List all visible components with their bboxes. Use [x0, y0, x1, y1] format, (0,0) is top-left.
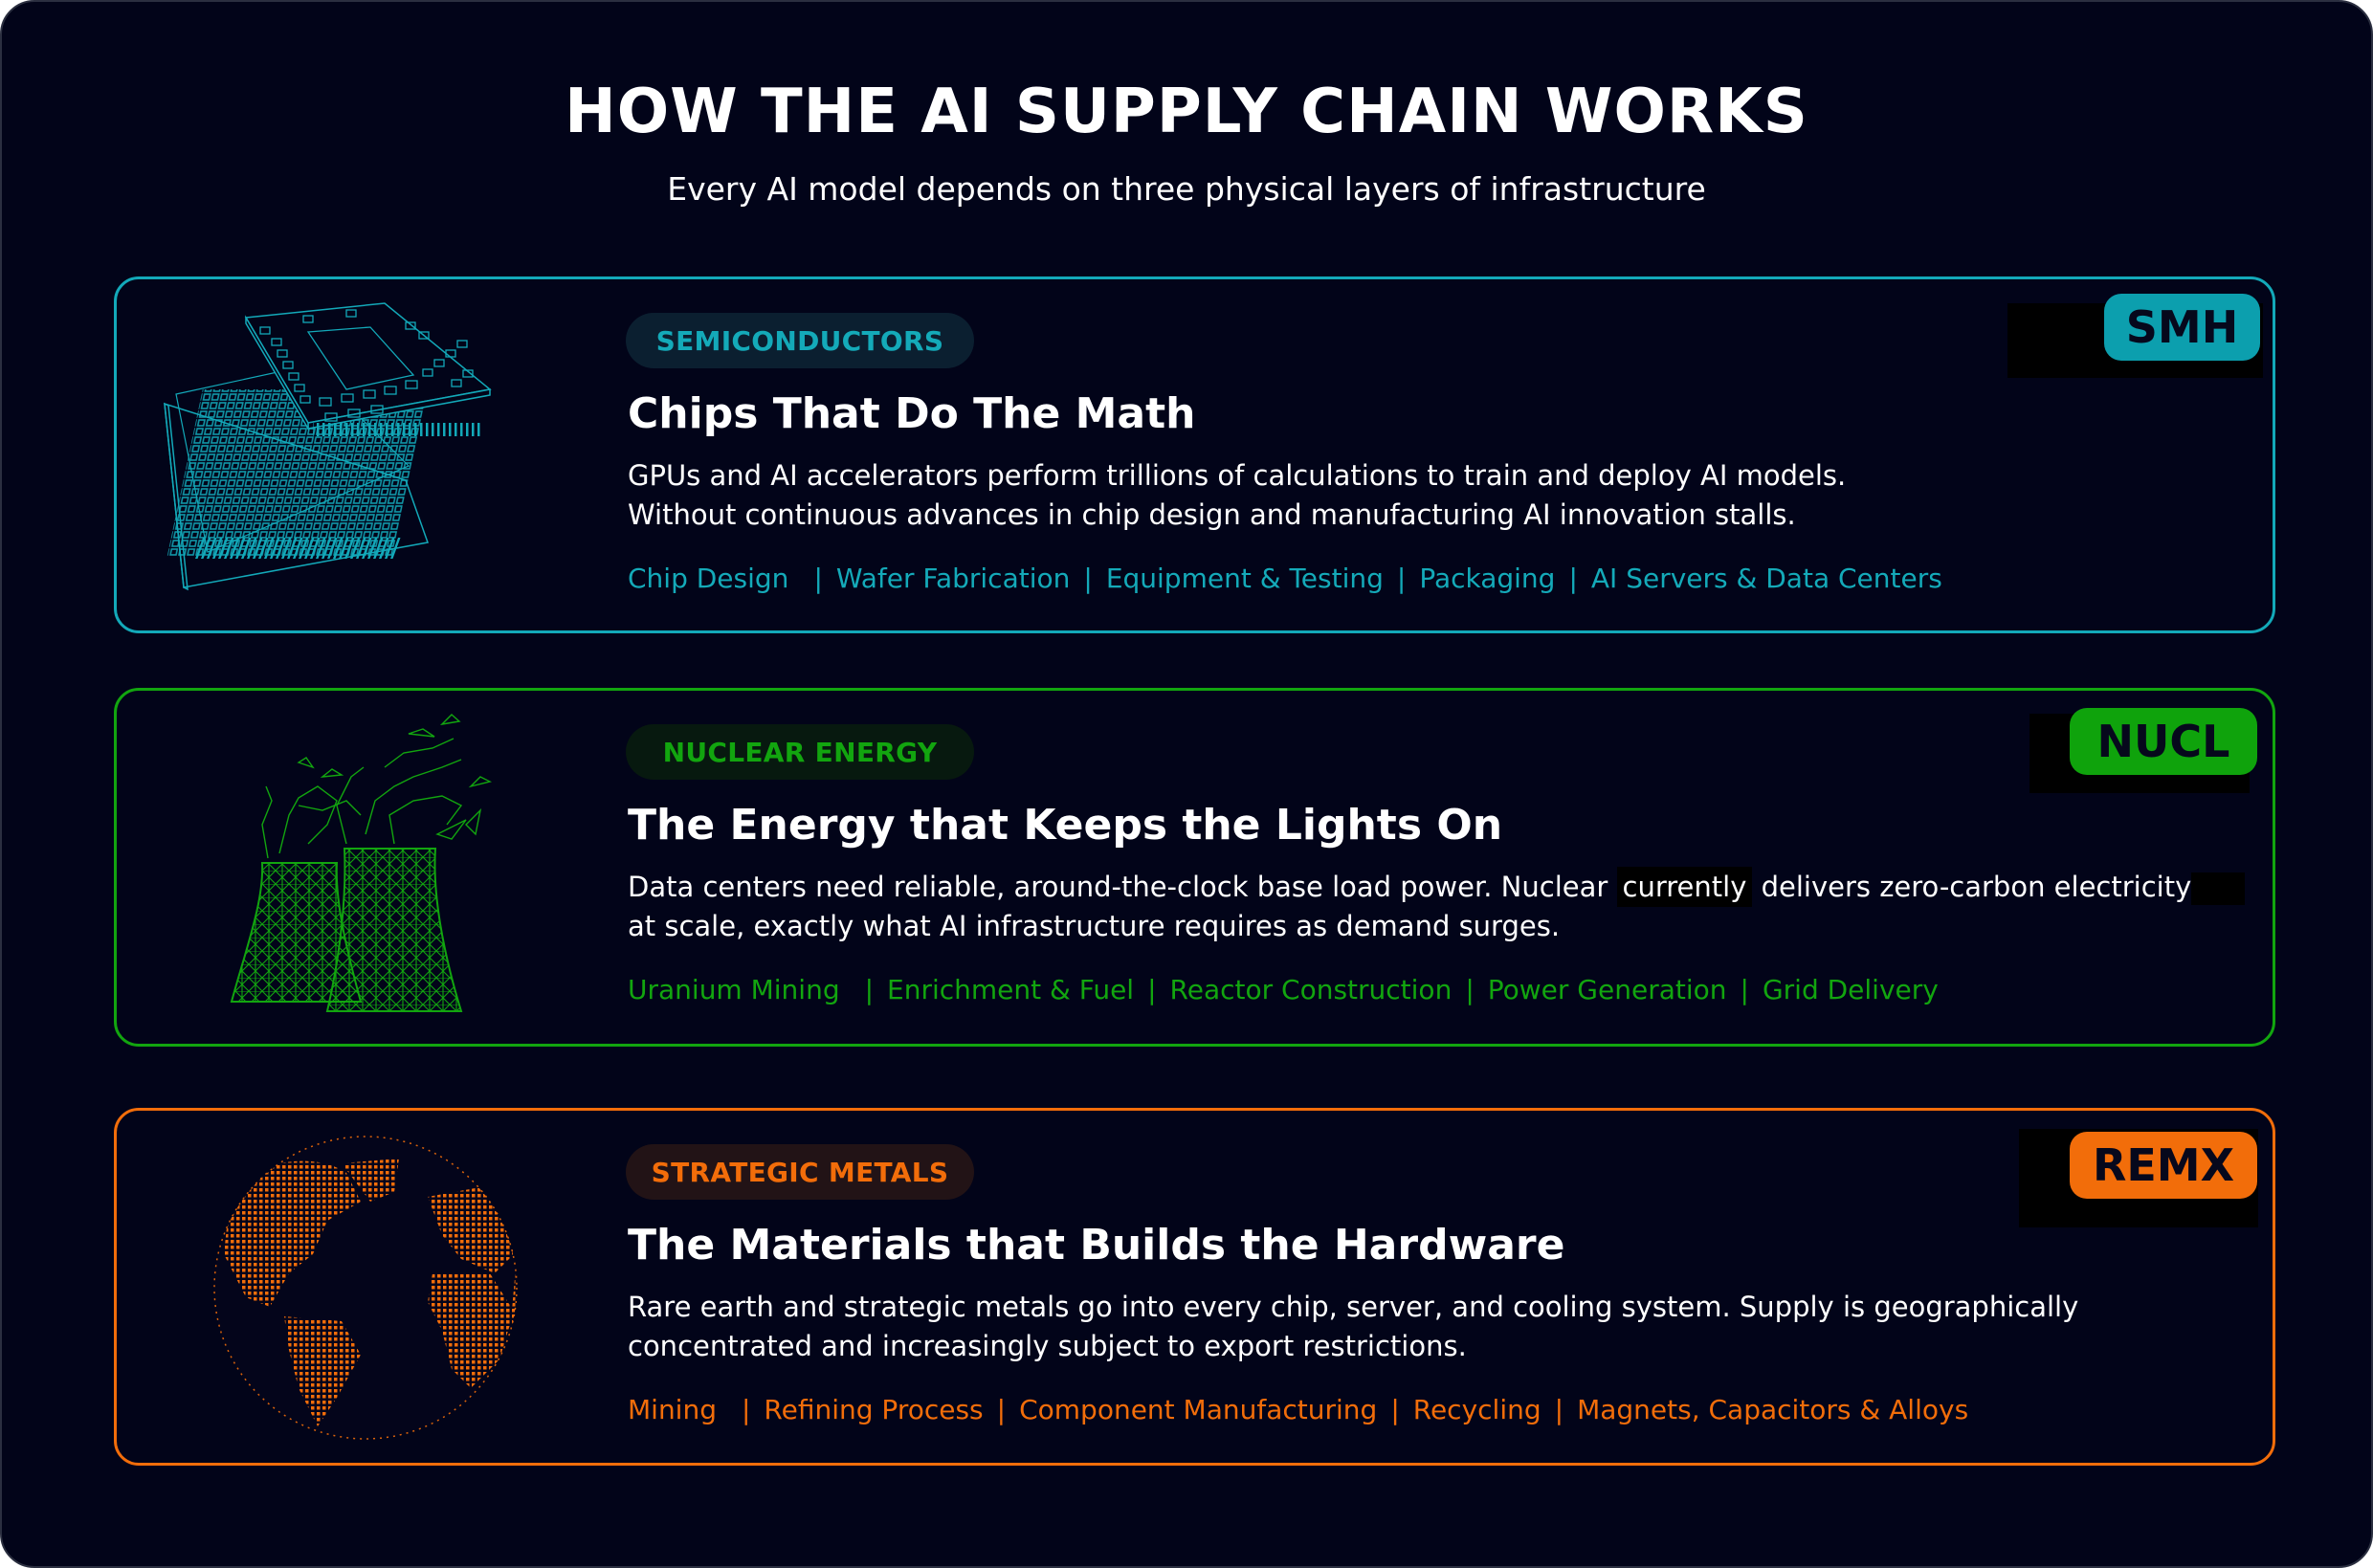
chain-separator: |	[1390, 1394, 1400, 1425]
card-nuclear-energy: NUCLEAR ENERGY The Energy that Keeps the…	[114, 688, 2275, 1047]
card-heading: The Materials that Builds the Hardware	[628, 1221, 1565, 1270]
chain-separator: |	[1147, 974, 1157, 1005]
category-tag-semiconductors: SEMICONDUCTORS	[626, 313, 974, 368]
category-tag-nuclear: NUCLEAR ENERGY	[626, 724, 974, 780]
category-tag-metals: STRATEGIC METALS	[626, 1144, 974, 1200]
chain-step: AI Servers & Data Centers	[1590, 563, 1942, 594]
card-strategic-metals: STRATEGIC METALS The Materials that Buil…	[114, 1108, 2275, 1466]
ticker-badge-smh: SMH	[2104, 294, 2260, 361]
chain-step: Uranium Mining	[628, 974, 840, 1005]
microchip-wireframe-icon	[164, 302, 492, 591]
chain-step: Wafer Fabrication	[835, 563, 1071, 594]
page-subtitle: Every AI model depends on three physical…	[667, 170, 1706, 208]
chain-step: Mining	[628, 1394, 717, 1425]
chain-separator: |	[1396, 563, 1407, 594]
description-line: concentrated and increasingly subject to…	[628, 1330, 1467, 1362]
chain-step: Magnets, Capacitors & Alloys	[1577, 1394, 1969, 1425]
globe-dotted-icon	[213, 1136, 518, 1440]
chain-separator: |	[1554, 1394, 1564, 1425]
chain-step: Refining Process	[764, 1394, 984, 1425]
ticker-badge-nucl: NUCL	[2070, 708, 2257, 775]
chain-step: Enrichment & Fuel	[887, 974, 1135, 1005]
chain-step: Chip Design	[628, 563, 789, 594]
description-text: Data centers need reliable, around-the-c…	[628, 871, 1617, 903]
card-description: GPUs and AI accelerators perform trillio…	[628, 456, 2312, 535]
chain-separator: |	[864, 974, 875, 1005]
text-mask-artifact	[2191, 872, 2246, 905]
card-description: Data centers need reliable, around-the-c…	[628, 867, 2312, 946]
chain-separator: |	[1740, 974, 1749, 1005]
ticker-badge-remx: REMX	[2070, 1132, 2257, 1199]
highlighted-word: currently	[1616, 867, 1753, 907]
chain-step: Equipment & Testing	[1105, 563, 1384, 594]
description-line: GPUs and AI accelerators perform trillio…	[628, 459, 1847, 492]
description-line: Rare earth and strategic metals go into …	[628, 1291, 2079, 1323]
chain-step: Recycling	[1412, 1394, 1541, 1425]
chain-separator: |	[813, 563, 823, 594]
chain-separator: |	[1083, 563, 1093, 594]
supply-chain-steps: Chip Design | Wafer Fabrication | Equipment …	[628, 563, 1942, 594]
supply-chain-steps: Mining | Refining Process | Component Manufa…	[628, 1394, 1968, 1425]
supply-chain-steps: Uranium Mining | Enrichment & Fuel | Reactor…	[628, 974, 1939, 1005]
description-line: Without continuous advances in chip desi…	[628, 498, 1796, 531]
card-heading: The Energy that Keeps the Lights On	[628, 801, 1503, 850]
chain-step: Grid Delivery	[1762, 974, 1939, 1005]
chain-step: Packaging	[1419, 563, 1556, 594]
chain-separator: |	[1568, 563, 1578, 594]
description-line: at scale, exactly what AI infrastructure…	[628, 910, 1561, 942]
page-title: HOW THE AI SUPPLY CHAIN WORKS	[565, 77, 1808, 147]
description-text: delivers zero-carbon electricity	[1752, 871, 2192, 903]
card-heading: Chips That Do The Math	[628, 389, 1196, 438]
chain-step: Power Generation	[1487, 974, 1727, 1005]
chain-separator: |	[996, 1394, 1007, 1425]
cooling-towers-wireframe-icon	[230, 714, 493, 1012]
card-description: Rare earth and strategic metals go into …	[628, 1288, 2312, 1366]
description-line: Data centers need reliable, around-the-c…	[628, 867, 2312, 907]
chain-separator: |	[1465, 974, 1475, 1005]
card-semiconductors: SEMICONDUCTORS Chips That Do The Math GP…	[114, 276, 2275, 633]
chain-separator: |	[741, 1394, 751, 1425]
chain-step: Component Manufacturing	[1019, 1394, 1378, 1425]
chain-step: Reactor Construction	[1169, 974, 1453, 1005]
